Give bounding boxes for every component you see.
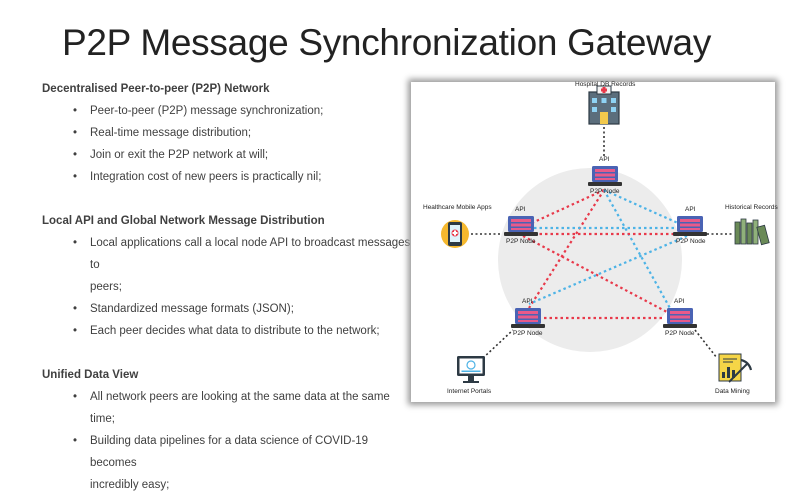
bullet-item: •Local applications call a local node AP… bbox=[73, 237, 411, 271]
bullet-text: Real-time message distribution; bbox=[90, 127, 252, 139]
bullet-item: •Real-time message distribution; bbox=[73, 127, 252, 139]
internet-portals-label: Internet Portals bbox=[447, 388, 492, 395]
mobile-apps-label: Healthcare Mobile Apps bbox=[423, 204, 492, 211]
network-graph bbox=[441, 85, 770, 383]
bullet-item: •Standardized message formats (JSON); bbox=[73, 303, 294, 315]
bullet-text: Local applications call a local node API… bbox=[90, 237, 411, 271]
bullet-item: •All network peers are looking at the sa… bbox=[73, 391, 390, 425]
p2p-network-diagram: Hospital DB Records Healthcare Mobile Ap… bbox=[411, 81, 778, 402]
bullet-text: Join or exit the P2P network at will; bbox=[90, 149, 269, 161]
link-mining bbox=[694, 329, 718, 359]
laptop-icon bbox=[673, 216, 707, 236]
books-icon bbox=[734, 218, 770, 246]
api-label: API bbox=[599, 156, 610, 163]
bullet-item: •Peer-to-peer (P2P) message synchronizat… bbox=[73, 105, 324, 117]
laptop-icon bbox=[504, 216, 538, 236]
hospital-label: Hospital DB Records bbox=[575, 81, 636, 88]
bullet-text: Each peer decides what data to distribut… bbox=[90, 325, 380, 337]
feature-list: Decentralised Peer-to-peer (P2P) Network… bbox=[42, 78, 412, 496]
bullet-item: •Each peer decides what data to distribu… bbox=[73, 325, 380, 337]
api-label: API bbox=[674, 298, 685, 305]
bullet-text: All network peers are looking at the sam… bbox=[90, 391, 390, 425]
link-top-left bbox=[520, 188, 605, 230]
laptop-icon bbox=[588, 166, 622, 186]
laptop-icon bbox=[511, 308, 545, 328]
section-heading: Local API and Global Network Message Dis… bbox=[42, 215, 325, 227]
bullet-text: Integration cost of new peers is practic… bbox=[90, 171, 322, 183]
link-portals bbox=[482, 329, 514, 359]
hospital-icon bbox=[588, 85, 620, 125]
bullet-text: incredibly easy; bbox=[90, 479, 170, 491]
link-right-bottomleft bbox=[528, 234, 688, 306]
network-circle bbox=[498, 168, 682, 352]
p2p-node-label: P2P Node bbox=[513, 330, 543, 337]
page-title: P2P Message Synchronization Gateway bbox=[62, 22, 712, 63]
bullet-item-continuation: incredibly easy; bbox=[42, 474, 412, 496]
p2p-node-label: P2P Node bbox=[665, 330, 695, 337]
p2p-node-label: P2P Node bbox=[506, 238, 536, 245]
link-top-bottomright bbox=[603, 189, 672, 311]
bullet-text: Peer-to-peer (P2P) message synchronizati… bbox=[90, 105, 324, 117]
link-top-right bbox=[603, 188, 690, 230]
bullet-item-continuation: peers; bbox=[42, 276, 412, 298]
api-label: API bbox=[515, 206, 526, 213]
api-label: API bbox=[685, 206, 696, 213]
bullet-text: Building data pipelines for a data scien… bbox=[90, 435, 369, 469]
link-top-bottomleft bbox=[528, 189, 605, 309]
bullet-item: •Integration cost of new peers is practi… bbox=[73, 171, 322, 183]
bullet-item: •Join or exit the P2P network at will; bbox=[73, 149, 269, 161]
bullet-item: •Building data pipelines for a data scie… bbox=[73, 435, 369, 469]
p2p-node-label: P2P Node bbox=[676, 238, 706, 245]
api-label: API bbox=[522, 298, 533, 305]
p2p-node-label: P2P Node bbox=[590, 188, 620, 195]
bullet-text: Standardized message formats (JSON); bbox=[90, 303, 294, 315]
bullet-text: peers; bbox=[90, 281, 122, 293]
mobile-app-icon bbox=[441, 220, 469, 248]
section-heading: Decentralised Peer-to-peer (P2P) Network bbox=[42, 83, 270, 95]
laptop-icon bbox=[663, 308, 697, 328]
monitor-icon bbox=[457, 356, 485, 383]
data-mining-icon bbox=[718, 353, 753, 383]
data-mining-label: Data Mining bbox=[715, 388, 750, 395]
historical-records-label: Historical Records bbox=[725, 204, 778, 211]
section-heading: Unified Data View bbox=[42, 369, 139, 381]
